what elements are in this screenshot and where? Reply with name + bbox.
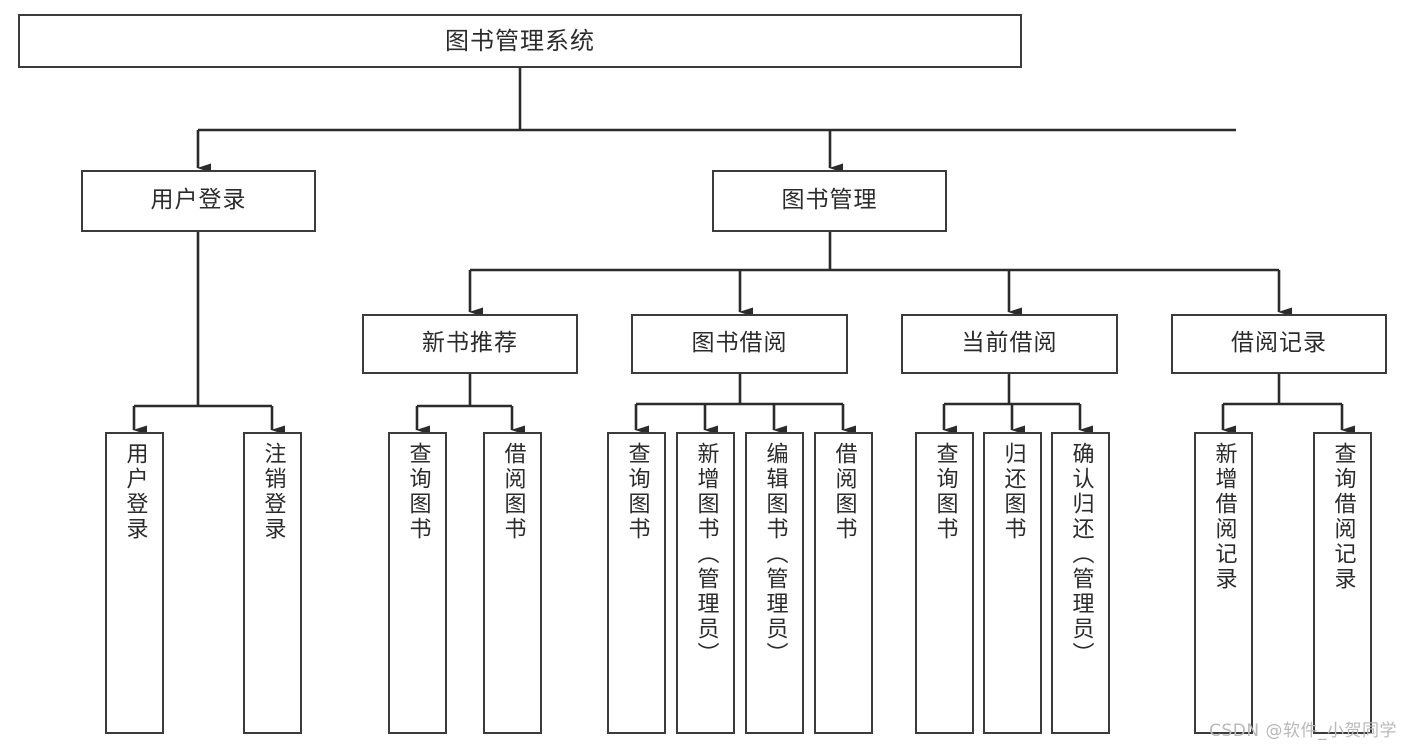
node-leaf-confirm-return[interactable]: 确认归还（管理员）: [1051, 432, 1110, 734]
node-label: 新增借阅记录: [1211, 442, 1237, 592]
node-label: 归还图书: [1000, 442, 1026, 542]
node-book-borrow[interactable]: 图书借阅: [631, 314, 848, 374]
node-label: 借阅记录: [1231, 330, 1327, 357]
node-leaf-edit-book[interactable]: 编辑图书（管理员）: [745, 432, 804, 734]
node-leaf-borrow-book-1[interactable]: 借阅图书: [483, 432, 542, 734]
node-leaf-borrow-book-2[interactable]: 借阅图书: [814, 432, 873, 734]
node-label: 注销登录: [260, 442, 286, 542]
node-leaf-query-book-2[interactable]: 查询图书: [607, 432, 666, 734]
node-borrow-record[interactable]: 借阅记录: [1171, 314, 1387, 374]
node-label: 查询图书: [624, 442, 650, 542]
node-book-management[interactable]: 图书管理: [712, 170, 947, 232]
node-leaf-query-record[interactable]: 查询借阅记录: [1313, 432, 1372, 734]
node-leaf-return-book[interactable]: 归还图书: [983, 432, 1042, 734]
node-label: 新书推荐: [422, 330, 518, 357]
node-leaf-add-record[interactable]: 新增借阅记录: [1194, 432, 1253, 734]
node-label: 用户登录: [122, 442, 148, 542]
node-label: 查询图书: [932, 442, 958, 542]
node-label: 查询借阅记录: [1330, 442, 1356, 592]
node-leaf-add-book[interactable]: 新增图书（管理员）: [676, 432, 735, 734]
node-label: 图书管理: [781, 187, 878, 214]
node-label: 当前借阅: [961, 330, 1058, 357]
node-root-book-management-system[interactable]: 图书管理系统: [18, 14, 1022, 68]
node-label: 查询图书: [405, 442, 431, 542]
node-new-book-recommend[interactable]: 新书推荐: [362, 314, 578, 374]
node-leaf-query-book-1[interactable]: 查询图书: [388, 432, 447, 734]
node-label: 编辑图书（管理员）: [762, 442, 788, 667]
node-label: 确认归还（管理员）: [1068, 442, 1094, 667]
node-leaf-logout[interactable]: 注销登录: [243, 432, 302, 734]
node-label: 借阅图书: [831, 442, 857, 542]
node-leaf-user-login[interactable]: 用户登录: [105, 432, 164, 734]
node-label: 图书借阅: [691, 330, 788, 357]
node-leaf-query-book-3[interactable]: 查询图书: [915, 432, 974, 734]
node-label: 借阅图书: [500, 442, 526, 542]
node-current-borrow[interactable]: 当前借阅: [901, 314, 1118, 374]
node-label: 图书管理系统: [445, 26, 595, 55]
node-label: 新增图书（管理员）: [693, 442, 719, 667]
node-user-login[interactable]: 用户登录: [81, 170, 316, 232]
node-label: 用户登录: [150, 187, 247, 214]
watermark-text: CSDN @软件_小贺同学: [1209, 721, 1397, 741]
